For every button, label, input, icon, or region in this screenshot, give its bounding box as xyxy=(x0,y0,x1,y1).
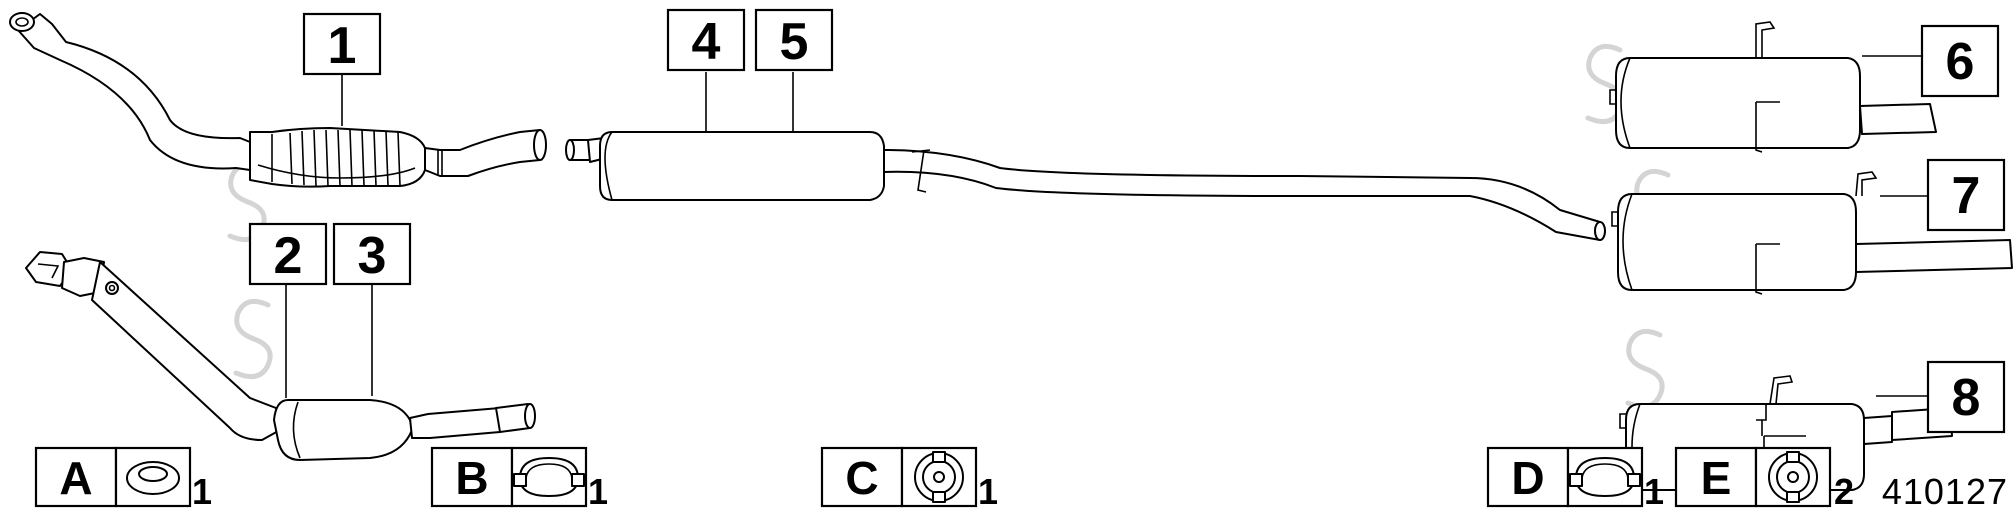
callout-label-7: 7 xyxy=(1952,167,1981,225)
front-pipe-catalyst xyxy=(9,12,547,188)
alt-front-pipe-catalyst xyxy=(25,251,536,461)
legend-item-e: E 2 xyxy=(1674,446,1854,510)
legend-item-a: A 1 xyxy=(34,446,212,510)
rear-silencer-7 xyxy=(1611,171,2013,295)
pipe-clamp-icon xyxy=(513,457,585,497)
callout-label-5: 5 xyxy=(780,13,809,71)
legend-qty-c: 1 xyxy=(978,471,998,510)
legend-item-c: C 1 xyxy=(820,446,998,510)
legend-item-d: D 1 xyxy=(1486,446,1664,510)
callout-label-6: 6 xyxy=(1946,33,1975,91)
callout-label-3: 3 xyxy=(358,227,387,285)
legend-letter-b: B xyxy=(455,452,488,504)
callout-label-1: 1 xyxy=(328,17,357,75)
gasket-ring-icon xyxy=(126,461,180,495)
callout-label-4: 4 xyxy=(692,13,721,71)
legend-item-b: B 1 xyxy=(430,446,608,510)
legend-qty-b: 1 xyxy=(588,471,608,510)
pipe-clamp-icon xyxy=(1569,457,1641,497)
legend-letter-e: E xyxy=(1701,452,1732,504)
centre-pipe-silencer xyxy=(565,131,1606,241)
legend-letter-c: C xyxy=(845,452,878,504)
callout-label-8: 8 xyxy=(1952,369,1981,427)
callout-7: 7 xyxy=(1926,158,2006,232)
rubber-mount-icon xyxy=(914,451,964,503)
reference-number: 410127 xyxy=(1882,471,2008,510)
callout-8: 8 xyxy=(1926,360,2006,434)
callout-5: 5 xyxy=(754,8,834,72)
legend-letter-d: D xyxy=(1511,452,1544,504)
callout-6: 6 xyxy=(1920,24,2000,98)
rear-silencer-6 xyxy=(1609,21,1937,153)
legend-letter-a: A xyxy=(59,452,92,504)
legend-qty-d: 1 xyxy=(1644,471,1664,510)
watermark-group xyxy=(227,43,1673,410)
callout-2: 2 xyxy=(248,222,328,286)
legend-qty-a: 1 xyxy=(192,471,212,510)
legend-qty-e: 2 xyxy=(1834,471,1854,510)
leader-lines xyxy=(285,55,1928,398)
callout-label-2: 2 xyxy=(274,227,303,285)
callout-4: 4 xyxy=(666,8,746,72)
rubber-mount-icon xyxy=(1768,451,1818,503)
callout-1: 1 xyxy=(302,12,382,76)
callout-3: 3 xyxy=(332,222,412,286)
